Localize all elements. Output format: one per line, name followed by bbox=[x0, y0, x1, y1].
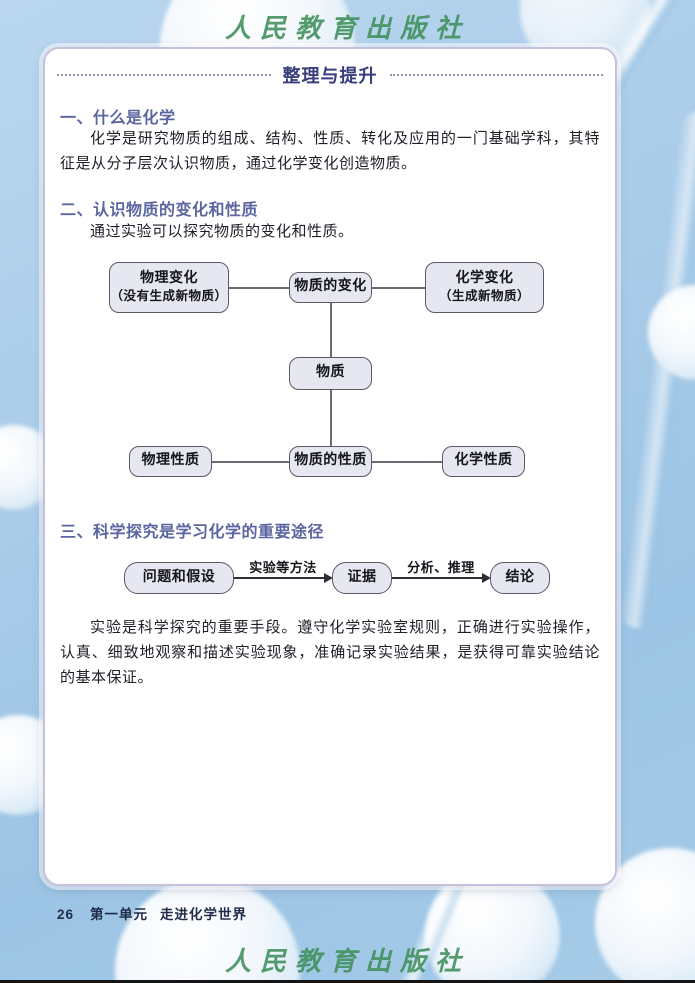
flow-arrow-line bbox=[234, 577, 325, 579]
diagram-node-physical-change: 物理变化 （没有生成新物质） bbox=[109, 262, 229, 313]
connector-line bbox=[330, 390, 332, 446]
node-label: 化学变化 bbox=[455, 271, 514, 287]
diagram-node-change-of-substance: 物质的变化 bbox=[289, 272, 372, 303]
publisher-watermark-bottom: 人民教育出版社 bbox=[224, 947, 470, 977]
node-label: 物质的性质 bbox=[294, 453, 367, 469]
flow-node-question-hypothesis: 问题和假设 bbox=[124, 562, 234, 594]
diagram-node-chemical-property: 化学性质 bbox=[442, 446, 525, 477]
footer-unit: 第一单元 bbox=[90, 907, 149, 922]
section-3-heading: 三、科学探究是学习化学的重要途径 bbox=[60, 524, 325, 541]
node-label: 物质 bbox=[316, 365, 345, 381]
page-footer: 26 第一单元走进化学世界 bbox=[57, 903, 247, 923]
flow-arrow-head bbox=[482, 573, 491, 583]
connector-line bbox=[372, 287, 425, 289]
connector-line bbox=[212, 461, 289, 463]
section-2-intro: 通过实验可以探究物质的变化和性质。 bbox=[90, 224, 354, 240]
section-1-heading: 一、什么是化学 bbox=[60, 110, 176, 127]
flow-arrow-label-method: 实验等方法 bbox=[249, 560, 317, 575]
node-sublabel: （没有生成新物质） bbox=[110, 289, 228, 304]
node-label: 结论 bbox=[505, 569, 535, 585]
node-label: 物质的变化 bbox=[294, 279, 367, 295]
flow-arrow-line bbox=[392, 577, 483, 579]
diagram-node-physical-property: 物理性质 bbox=[129, 446, 212, 477]
header-dotted-line-right bbox=[389, 74, 603, 76]
node-sublabel: （生成新物质） bbox=[438, 289, 530, 304]
section-2-heading: 二、认识物质的变化和性质 bbox=[60, 202, 259, 219]
flow-node-conclusion: 结论 bbox=[490, 562, 550, 594]
publisher-watermark-top: 人民教育出版社 bbox=[224, 14, 470, 44]
node-label: 物理性质 bbox=[141, 453, 200, 469]
content-card: 整理与提升 一、什么是化学 化学是研究物质的组成、结构、性质、转化及应用的一门基… bbox=[43, 47, 617, 886]
card-header: 整理与提升 bbox=[57, 63, 603, 87]
node-label: 问题和假设 bbox=[142, 569, 216, 585]
card-title: 整理与提升 bbox=[282, 66, 378, 86]
diagram-node-chemical-change: 化学变化 （生成新物质） bbox=[425, 262, 544, 313]
node-label: 物理变化 bbox=[140, 271, 198, 287]
diagram-node-substance: 物质 bbox=[289, 357, 372, 390]
section-1-body: 化学是研究物质的组成、结构、性质、转化及应用的一门基础学科，其特征是从分子层次认… bbox=[60, 131, 600, 172]
diagram-node-property-of-substance: 物质的性质 bbox=[289, 446, 372, 477]
inquiry-flow-diagram: 实验等方法 分析、推理 问题和假设 证据 结论 bbox=[45, 552, 615, 607]
flow-arrow-label-analysis: 分析、推理 bbox=[407, 560, 475, 575]
flow-node-evidence: 证据 bbox=[332, 562, 392, 594]
bottom-edge-bar bbox=[0, 980, 695, 983]
substance-concept-diagram: 物理变化 （没有生成新物质） 物质的变化 化学变化 （生成新物质） 物质 物理性… bbox=[45, 252, 615, 484]
node-label: 证据 bbox=[347, 569, 377, 585]
footer-chapter: 走进化学世界 bbox=[160, 907, 248, 922]
connector-line bbox=[372, 461, 442, 463]
flow-arrow-head bbox=[324, 573, 333, 583]
node-label: 化学性质 bbox=[454, 453, 513, 469]
connector-line bbox=[330, 303, 332, 357]
footer-page-number: 26 bbox=[57, 907, 75, 922]
connector-line bbox=[229, 287, 289, 289]
header-dotted-line-left bbox=[57, 74, 271, 76]
section-3-body: 实验是科学探究的重要手段。遵守化学实验室规则，正确进行实验操作，认真、细致地观察… bbox=[60, 620, 600, 686]
